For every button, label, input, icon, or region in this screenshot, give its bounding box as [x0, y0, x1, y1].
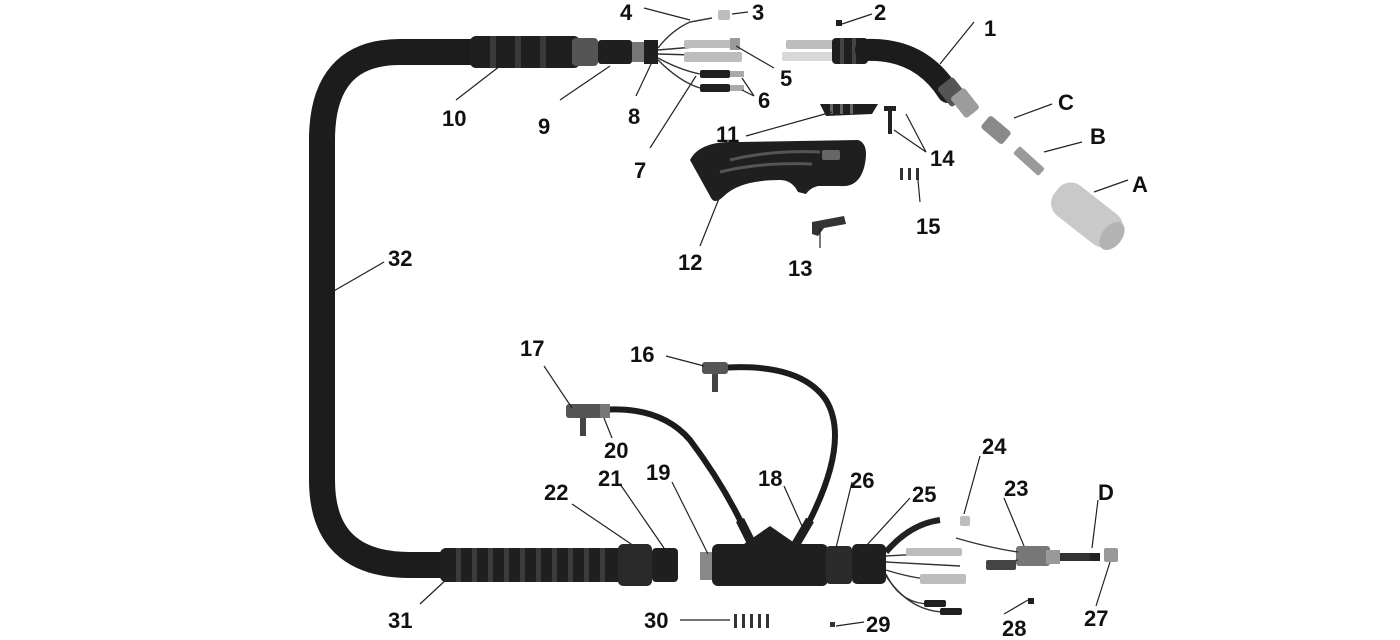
- label-C: C: [1058, 90, 1074, 115]
- label-3: 3: [752, 0, 764, 25]
- label-10: 10: [442, 106, 466, 131]
- label-14: 14: [930, 146, 955, 171]
- nut-25: [852, 544, 886, 584]
- main-cable-32: [309, 39, 493, 578]
- collar-26: [826, 546, 852, 584]
- water-hose-16: [717, 364, 838, 523]
- label-18: 18: [758, 466, 782, 491]
- label-29: 29: [866, 612, 890, 637]
- small-fitting-3: [718, 10, 730, 20]
- hose-clamp-20: [600, 404, 610, 418]
- label-21: 21: [598, 466, 622, 491]
- cable-connector-10: [470, 36, 598, 68]
- nozzle-A: [1051, 182, 1125, 251]
- label-B: B: [1090, 124, 1106, 149]
- leader-lines: [331, 7, 1129, 627]
- torch-neck-1: [782, 38, 979, 118]
- label-25: 25: [912, 482, 936, 507]
- label-20: 20: [604, 438, 628, 463]
- ring-21: [652, 548, 678, 582]
- label-24: 24: [982, 434, 1007, 459]
- cable-strain-relief-31: [440, 548, 640, 582]
- fitting-D: [1090, 553, 1100, 561]
- hose-fitting-17: [566, 404, 602, 436]
- torch-handle-12: [690, 140, 866, 201]
- small-part-28: [1028, 598, 1034, 604]
- water-hose-17: [597, 406, 743, 523]
- label-22: 22: [544, 480, 568, 505]
- label-5: 5: [780, 66, 792, 91]
- label-28: 28: [1002, 616, 1026, 640]
- label-8: 8: [628, 104, 640, 129]
- screws-30: [734, 614, 769, 628]
- label-13: 13: [788, 256, 812, 281]
- power-pin-23: [955, 537, 1090, 570]
- hose-fitting-16: [702, 362, 728, 392]
- label-12: 12: [678, 250, 702, 275]
- label-7: 7: [634, 158, 646, 183]
- small-screw-2: [836, 20, 842, 26]
- washer-19: [700, 552, 712, 580]
- label-32: 32: [388, 246, 412, 271]
- handle-screw-14: [884, 106, 896, 134]
- connector-pins-6: [700, 70, 744, 92]
- label-4: 4: [620, 0, 633, 25]
- screw-29: [830, 622, 835, 627]
- screws-15: [900, 168, 919, 180]
- trigger-13: [812, 216, 846, 236]
- label-1: 1: [984, 16, 996, 41]
- fitting-24: [960, 516, 970, 526]
- label-15: 15: [916, 214, 940, 239]
- label-27: 27: [1084, 606, 1108, 631]
- connector-ring-8: [632, 40, 658, 64]
- contact-tip-B: [1013, 146, 1045, 176]
- wire-bundle-7: [657, 17, 742, 89]
- label-19: 19: [646, 460, 670, 485]
- label-D: D: [1098, 480, 1114, 505]
- label-26: 26: [850, 468, 874, 493]
- label-30: 30: [644, 608, 668, 633]
- label-16: 16: [630, 342, 654, 367]
- label-17: 17: [520, 336, 544, 361]
- sleeve-22: [618, 544, 652, 586]
- gas-diffuser-C: [981, 116, 1011, 144]
- label-2: 2: [874, 0, 886, 25]
- label-6: 6: [758, 88, 770, 113]
- label-9: 9: [538, 114, 550, 139]
- trigger-cover-11: [820, 104, 878, 116]
- fitting-27: [1104, 548, 1118, 562]
- label-31: 31: [388, 608, 412, 633]
- label-A: A: [1132, 172, 1148, 197]
- connector-nut-9: [598, 40, 632, 64]
- callout-labels: 1 2 3 4 5 6 7 8 9 10 11 12 13 14 15 16 1…: [388, 0, 1148, 640]
- label-23: 23: [1004, 476, 1028, 501]
- label-11: 11: [716, 122, 739, 147]
- distribution-block-18: [712, 517, 828, 586]
- wire-fan-bottom: [883, 517, 966, 615]
